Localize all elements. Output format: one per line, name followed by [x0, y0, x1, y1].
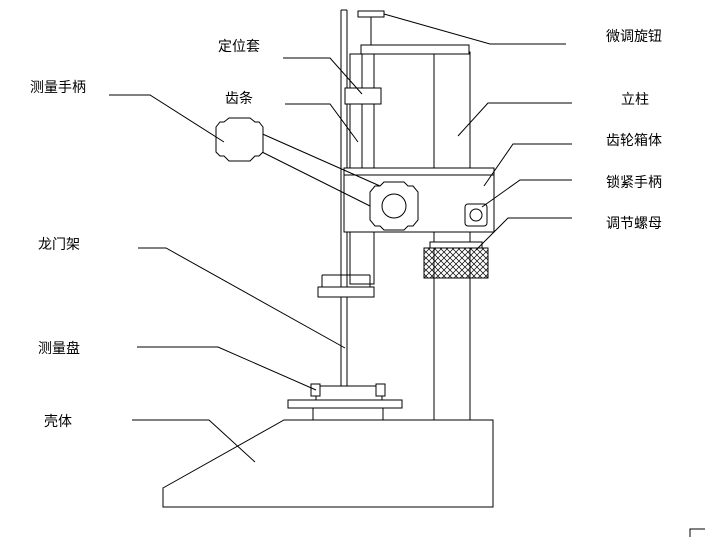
housing-shape	[162, 419, 494, 508]
locking-handle-shape	[464, 203, 488, 227]
leader-adjusting-nut	[475, 217, 572, 251]
label-locating-sleeve: 定位套	[218, 39, 260, 55]
leader-locking-handle	[481, 179, 572, 208]
lower-sleeve-shape	[317, 286, 375, 298]
label-adjusting-nut: 调节螺母	[606, 216, 662, 232]
leader-locating-sleeve	[283, 57, 363, 95]
adjusting-nut-shape	[423, 247, 489, 279]
label-locking-handle: 锁紧手柄	[606, 175, 662, 191]
leader-gantry-frame	[138, 247, 346, 349]
label-measuring-handle: 测量手柄	[30, 80, 86, 96]
handle-knob-shape	[215, 117, 264, 162]
top-arm-shape	[360, 44, 470, 55]
label-gantry-frame: 龙门架	[38, 237, 80, 253]
leader-rack	[285, 103, 359, 143]
leader-micro-knob	[383, 13, 566, 45]
leader-column	[457, 102, 572, 137]
label-column: 立柱	[621, 92, 649, 108]
corner-mark	[689, 528, 705, 537]
label-gearbox: 齿轮箱体	[606, 133, 662, 149]
leader-measuring-handle	[109, 94, 225, 143]
leader-housing	[132, 419, 256, 463]
micro-knob-shape	[357, 10, 385, 18]
column-shape	[433, 51, 471, 421]
label-rack: 齿条	[225, 90, 253, 107]
label-micro-knob: 微调旋钮	[606, 29, 662, 45]
label-measuring-disc: 测量盘	[38, 340, 80, 357]
leader-gearbox	[483, 143, 572, 187]
locating-sleeve-shape	[344, 87, 382, 105]
leader-measuring-disc	[137, 346, 317, 391]
handle-arm	[257, 131, 381, 187]
label-housing: 壳体	[44, 413, 72, 430]
measuring-disc-shape	[287, 399, 403, 409]
